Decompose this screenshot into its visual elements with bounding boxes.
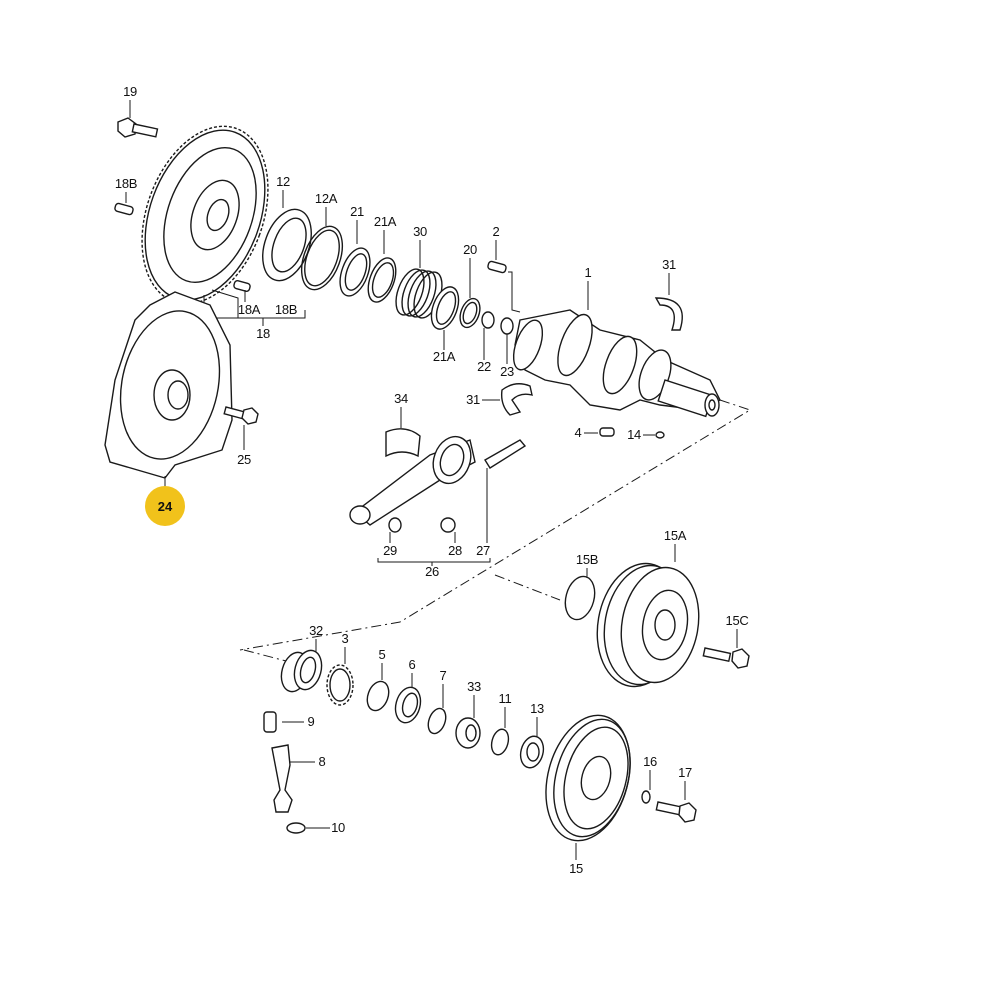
part-label-18[interactable]: 18 xyxy=(256,326,270,341)
part-label-23[interactable]: 23 xyxy=(500,364,514,379)
part-label-18b-top[interactable]: 18B xyxy=(114,176,138,191)
part-label-15a[interactable]: 15A xyxy=(663,528,687,543)
drive-plate-24-drawing xyxy=(104,291,233,488)
part-label-1[interactable]: 1 xyxy=(584,265,592,280)
part-label-21a[interactable]: 21A xyxy=(432,349,456,364)
bolt-19-drawing xyxy=(117,100,159,138)
part-label-6[interactable]: 6 xyxy=(408,657,416,672)
part-label-10[interactable]: 10 xyxy=(331,820,345,835)
part-label-2[interactable]: 2 xyxy=(492,224,500,239)
highlighted-part-badge-24[interactable]: 24 xyxy=(145,486,185,526)
timing-gear-row-drawing xyxy=(280,639,545,769)
pin-18a-drawing xyxy=(233,280,251,292)
part-label-12a[interactable]: 12A xyxy=(314,191,338,206)
part-label-12[interactable]: 12 xyxy=(276,174,290,189)
part-label-15b[interactable]: 15B xyxy=(575,552,599,567)
part-label-13[interactable]: 13 xyxy=(530,701,544,716)
crankshaft-drawing xyxy=(512,281,721,418)
seal-ring-row xyxy=(262,190,521,364)
part-label-25[interactable]: 25 xyxy=(237,452,251,467)
part-label-27[interactable]: 27 xyxy=(476,543,490,558)
part-label-18b[interactable]: 18B xyxy=(274,302,298,317)
flywheel-drawing xyxy=(141,125,269,305)
part-label-28[interactable]: 28 xyxy=(448,543,462,558)
bolt-25-drawing xyxy=(223,406,259,450)
part-label-20[interactable]: 20 xyxy=(463,242,477,257)
part-label-7[interactable]: 7 xyxy=(439,668,447,683)
part-label-22[interactable]: 22 xyxy=(477,359,491,374)
part-label-3[interactable]: 3 xyxy=(341,631,349,646)
part-label-4[interactable]: 4 xyxy=(574,425,582,440)
part-label-21a-top[interactable]: 21A xyxy=(373,214,397,229)
part-label-21[interactable]: 21 xyxy=(350,204,364,219)
part-label-11[interactable]: 11 xyxy=(498,691,512,706)
key-4-drawing xyxy=(599,427,615,437)
part-label-29[interactable]: 29 xyxy=(383,543,397,558)
part-label-17[interactable]: 17 xyxy=(678,765,692,780)
pin-18b-drawing xyxy=(114,192,134,216)
part-label-9[interactable]: 9 xyxy=(307,714,315,729)
pulley-15a-drawing xyxy=(564,544,750,688)
part-label-15c[interactable]: 15C xyxy=(725,613,749,628)
part-label-26[interactable]: 26 xyxy=(425,564,439,579)
part-label-14[interactable]: 14 xyxy=(627,427,641,442)
pulley-15-drawing xyxy=(545,714,697,860)
part-label-15[interactable]: 15 xyxy=(569,861,583,876)
part-label-30[interactable]: 30 xyxy=(413,224,427,239)
part-label-31-top[interactable]: 31 xyxy=(662,257,676,272)
part-label-8[interactable]: 8 xyxy=(318,754,326,769)
oil-pressure-parts-drawing xyxy=(263,711,330,834)
pin-14-drawing xyxy=(655,431,665,439)
part-label-16[interactable]: 16 xyxy=(643,754,657,769)
connecting-rod-drawing xyxy=(349,407,527,566)
part-label-31[interactable]: 31 xyxy=(466,392,480,407)
bearing-shell-31 xyxy=(482,273,683,416)
part-label-34[interactable]: 34 xyxy=(394,391,408,406)
part-label-5[interactable]: 5 xyxy=(378,647,386,662)
part-label-19[interactable]: 19 xyxy=(123,84,137,99)
part-label-32[interactable]: 32 xyxy=(309,623,323,638)
part-label-33[interactable]: 33 xyxy=(467,679,481,694)
part-label-18a[interactable]: 18A xyxy=(237,302,261,317)
